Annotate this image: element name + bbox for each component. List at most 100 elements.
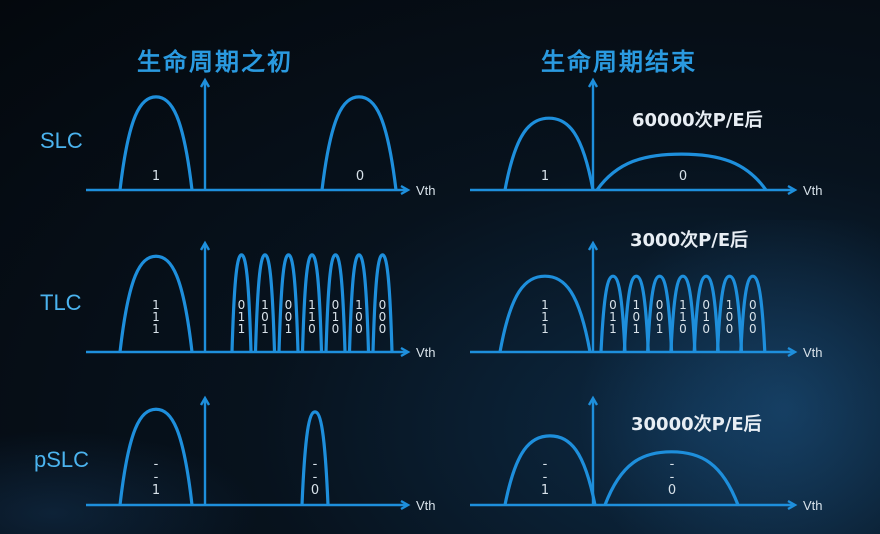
pslc-left-state-1-bit-0: -	[154, 457, 159, 472]
tlc-right-vth-label: Vth	[803, 345, 823, 360]
tlc-right-state-7-bit-0: 0	[749, 298, 757, 312]
tlc-right-state-1-bit-0: 0	[609, 298, 617, 312]
pslc-right-y-axis-arrow	[587, 395, 599, 406]
tlc-left-curve-1	[230, 253, 253, 353]
cycle-label-slc: 60000次P/E后	[632, 110, 763, 131]
row-label-slc: SLC	[40, 128, 83, 153]
tlc-left-state-7-bit-0: 0	[379, 298, 387, 312]
tlc-right-state-4-bit-2: 0	[679, 322, 687, 336]
tlc-left-state-1-bit-2: 1	[238, 322, 246, 336]
heading-beginning-of-life: 生命周期之初	[137, 48, 293, 76]
pslc-right-state-1-bit-2: 1	[541, 483, 549, 498]
tlc-right-state-111-bit-1: 1	[541, 310, 549, 324]
pslc-right-state-1-bit-0: -	[543, 457, 548, 472]
tlc-right-state-6-bit-0: 1	[726, 298, 734, 312]
tlc-right-state-2-bit-0: 1	[632, 298, 640, 312]
tlc-left-curve-2	[253, 253, 277, 353]
tlc-left-state-111-bit-0: 1	[152, 298, 160, 312]
tlc-left-state-1-bit-1: 1	[238, 310, 246, 324]
pslc-left-vth-label: Vth	[416, 498, 436, 513]
tlc-left-state-3-bit-0: 0	[285, 298, 293, 312]
slc-left-state-1: 1	[152, 169, 160, 184]
tlc-right-state-6-bit-1: 0	[726, 310, 734, 324]
tlc-left-state-6-bit-1: 0	[355, 310, 363, 324]
pslc-left-state-0-bit-1: -	[313, 470, 318, 485]
tlc-right-curve-6	[715, 274, 744, 353]
tlc-left-state-2-bit-0: 1	[261, 298, 269, 312]
tlc-left-curve-3	[277, 253, 300, 353]
pslc-left-state-0-bit-0: -	[313, 457, 318, 472]
tlc-left-state-2-bit-2: 1	[261, 322, 269, 336]
tlc-right-state-4-bit-0: 1	[679, 298, 687, 312]
tlc-left-state-111-bit-1: 1	[152, 310, 160, 324]
tlc-left-state-5-bit-0: 0	[332, 298, 340, 312]
tlc-left-state-111-bit-2: 1	[152, 322, 160, 336]
tlc-left-state-4-bit-0: 1	[308, 298, 316, 312]
tlc-left-vth-label: Vth	[416, 345, 436, 360]
tlc-right-state-7-bit-2: 0	[749, 322, 757, 336]
pslc-left-curve-1	[118, 407, 194, 506]
tlc-left-state-6-bit-2: 0	[355, 322, 363, 336]
tlc-left-state-6-bit-0: 1	[355, 298, 363, 312]
slc-right-y-axis-arrow	[587, 77, 599, 88]
slc-right-vth-label: Vth	[803, 183, 823, 198]
tlc-right-state-2-bit-2: 1	[632, 322, 640, 336]
tlc-right-curve-1	[599, 274, 627, 353]
slc-right-x-axis-arrow	[787, 184, 798, 196]
slc-left-state-0: 0	[356, 169, 364, 184]
cycle-label-pslc: 30000次P/E后	[631, 414, 762, 435]
tlc-left-state-7-bit-1: 0	[379, 310, 387, 324]
tlc-left-state-3-bit-1: 0	[285, 310, 293, 324]
tlc-left-y-axis-arrow	[199, 240, 211, 251]
pslc-left-state-1-bit-2: 1	[152, 483, 160, 498]
pslc-right-vth-label: Vth	[803, 498, 823, 513]
tlc-right-state-2-bit-1: 0	[632, 310, 640, 324]
pslc-right-x-axis-arrow	[787, 499, 798, 511]
tlc-right-state-3-bit-1: 0	[656, 310, 664, 324]
tlc-left-curve-7	[371, 253, 394, 353]
pslc-left-state-1-bit-1: -	[154, 470, 159, 485]
tlc-left-state-5-bit-2: 0	[332, 322, 340, 336]
slc-right-curve-1	[503, 116, 595, 191]
tlc-right-curve-7	[739, 274, 767, 353]
pslc-left-state-0-bit-2: 0	[311, 483, 319, 498]
tlc-left-state-4-bit-2: 0	[308, 322, 316, 336]
tlc-right-state-5-bit-1: 1	[702, 310, 710, 324]
pslc-left-y-axis-arrow	[199, 395, 211, 406]
tlc-left-state-3-bit-2: 1	[285, 322, 293, 336]
tlc-left-state-5-bit-1: 1	[332, 310, 340, 324]
tlc-right-curve-3	[646, 274, 674, 353]
tlc-right-curve-2	[622, 274, 650, 353]
tlc-right-state-3-bit-2: 1	[656, 322, 664, 336]
tlc-left-curve-6	[347, 253, 371, 353]
pslc-left-curve-0	[300, 410, 330, 506]
slc-left-curve-1	[118, 95, 194, 191]
slc-left-curve-0	[320, 95, 398, 191]
tlc-left-state-4-bit-1: 1	[308, 310, 316, 324]
slc-right-state-0: 0	[679, 169, 687, 184]
tlc-right-state-1-bit-2: 1	[609, 322, 617, 336]
tlc-right-state-4-bit-1: 1	[679, 310, 687, 324]
slc-right-state-1: 1	[541, 169, 549, 184]
row-label-pslc: pSLC	[34, 447, 90, 472]
tlc-left-curve-111	[118, 254, 194, 353]
pslc-right-state-0-bit-1: -	[670, 470, 675, 485]
slc-left-x-axis-arrow	[400, 184, 411, 196]
slc-left-y-axis-arrow	[199, 77, 211, 88]
tlc-right-state-111-bit-0: 1	[541, 298, 549, 312]
pslc-right-curve-1	[503, 434, 597, 506]
pslc-right-state-0-bit-0: -	[670, 457, 675, 472]
pslc-right-state-1-bit-1: -	[543, 470, 548, 485]
tlc-right-curve-111	[498, 274, 592, 353]
tlc-right-curve-5	[692, 274, 720, 353]
tlc-left-x-axis-arrow	[400, 346, 411, 358]
pslc-right-state-0-bit-2: 0	[668, 483, 676, 498]
tlc-right-state-7-bit-1: 0	[749, 310, 757, 324]
pslc-left-x-axis-arrow	[400, 499, 411, 511]
tlc-right-state-3-bit-0: 0	[656, 298, 664, 312]
tlc-right-y-axis-arrow	[587, 240, 599, 251]
slc-left-vth-label: Vth	[416, 183, 436, 198]
tlc-left-state-7-bit-2: 0	[379, 322, 387, 336]
heading-end-of-life: 生命周期结束	[541, 48, 697, 76]
